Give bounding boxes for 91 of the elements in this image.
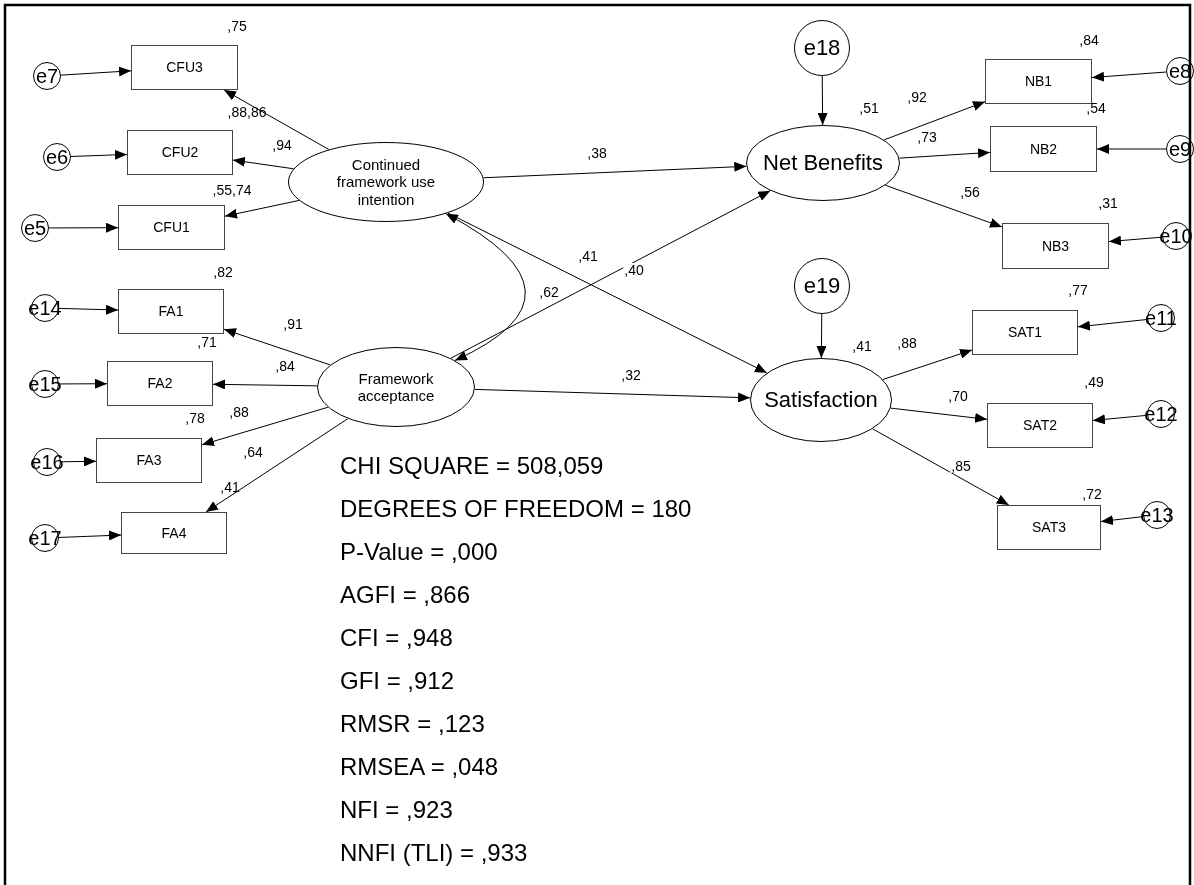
edge-label: ,73 — [916, 130, 938, 144]
edge-label: ,88 — [896, 336, 918, 350]
arrow — [58, 530, 122, 541]
arrow — [817, 75, 828, 126]
value-label: ,82 — [213, 265, 233, 279]
arrow — [447, 212, 768, 374]
edge-label: ,88 — [228, 405, 250, 419]
arrow — [882, 349, 973, 380]
value-label: ,49 — [1084, 375, 1104, 389]
arrow — [816, 313, 827, 359]
arrow — [224, 199, 300, 219]
edge-label: ,38 — [586, 146, 608, 160]
value-label: ,72 — [1082, 487, 1102, 501]
latent-ellipse: Net Benefits — [746, 125, 900, 201]
fit-statistic: AGFI = ,866 — [340, 583, 471, 607]
arrow — [70, 149, 128, 160]
arrow — [482, 161, 747, 179]
value-label: ,55,74 — [212, 183, 252, 197]
arrow — [890, 407, 988, 423]
edge-label: ,56 — [959, 185, 981, 199]
arrow — [1091, 71, 1167, 82]
arrow — [58, 378, 108, 389]
indicator-box: SAT1 — [972, 310, 1078, 355]
arrow — [898, 148, 991, 159]
indicator-box: FA1 — [118, 289, 224, 334]
value-label: ,51 — [859, 101, 879, 115]
indicator-box: NB3 — [1002, 223, 1109, 269]
value-label: ,41 — [852, 339, 872, 353]
error-circle: e19 — [794, 258, 850, 314]
indicator-box: FA4 — [121, 512, 227, 554]
arrow — [223, 89, 330, 150]
edge-label: ,64 — [242, 445, 264, 459]
arrow — [205, 418, 349, 513]
value-label: ,31 — [1098, 196, 1118, 210]
arrow — [1100, 515, 1144, 526]
arrow — [212, 379, 318, 390]
edge-label: ,84 — [274, 359, 296, 373]
value-label: ,84 — [1079, 33, 1099, 47]
arrow — [1077, 319, 1148, 331]
arrow — [60, 456, 97, 467]
indicator-box: NB1 — [985, 59, 1092, 104]
latent-ellipse: Framework acceptance — [317, 347, 475, 427]
arrow — [60, 66, 132, 77]
indicator-box: FA2 — [107, 361, 213, 406]
fit-statistic: CFI = ,948 — [340, 626, 453, 650]
fit-statistic: CHI SQUARE = 508,059 — [340, 454, 604, 478]
fit-statistic: NNFI (TLI) = ,933 — [340, 841, 528, 865]
value-label: ,75 — [227, 19, 247, 33]
arrow — [1092, 414, 1148, 425]
arrow — [872, 428, 1010, 506]
arrow — [474, 388, 751, 403]
edge-label: ,62 — [538, 285, 560, 299]
edge-label: ,32 — [620, 368, 642, 382]
arrow — [201, 406, 329, 447]
arrow — [232, 156, 295, 170]
indicator-box: CFU1 — [118, 205, 225, 250]
curved-arrow — [445, 213, 526, 361]
value-label: ,41 — [220, 480, 240, 494]
arrow — [223, 328, 331, 366]
indicator-box: CFU2 — [127, 130, 233, 175]
edge-label: ,41 — [577, 249, 599, 263]
indicator-box: FA3 — [96, 438, 202, 483]
arrow — [883, 101, 986, 141]
edge-label: ,70 — [947, 389, 969, 403]
arrow — [1096, 144, 1167, 154]
fit-statistic: DEGREES OF FREEDOM = 180 — [340, 497, 692, 521]
value-label: ,88,86 — [227, 105, 267, 119]
indicator-box: CFU3 — [131, 45, 238, 90]
indicator-box: SAT2 — [987, 403, 1093, 448]
arrow — [48, 222, 119, 233]
arrow — [450, 190, 771, 359]
fit-statistic: P-Value = ,000 — [340, 540, 498, 564]
indicator-box: NB2 — [990, 126, 1097, 172]
indicator-box: SAT3 — [997, 505, 1101, 550]
arrow — [1108, 235, 1163, 246]
fit-statistic: RMSR = ,123 — [340, 712, 485, 736]
arrow — [58, 304, 119, 315]
value-label: ,78 — [185, 411, 205, 425]
fit-statistic: GFI = ,912 — [340, 669, 455, 693]
value-label: ,54 — [1086, 101, 1106, 115]
edge-label: ,92 — [906, 90, 928, 104]
fit-statistic: NFI = ,923 — [340, 798, 453, 822]
latent-ellipse: Satisfaction — [750, 358, 892, 442]
error-circle: e18 — [794, 20, 850, 76]
arrow — [884, 184, 1003, 228]
edge-label: ,85 — [950, 459, 972, 473]
edge-label: ,40 — [623, 263, 645, 277]
value-label: ,77 — [1068, 283, 1088, 297]
edge-label: ,91 — [282, 317, 304, 331]
value-label: ,71 — [197, 335, 217, 349]
fit-statistic: RMSEA = ,048 — [340, 755, 499, 779]
